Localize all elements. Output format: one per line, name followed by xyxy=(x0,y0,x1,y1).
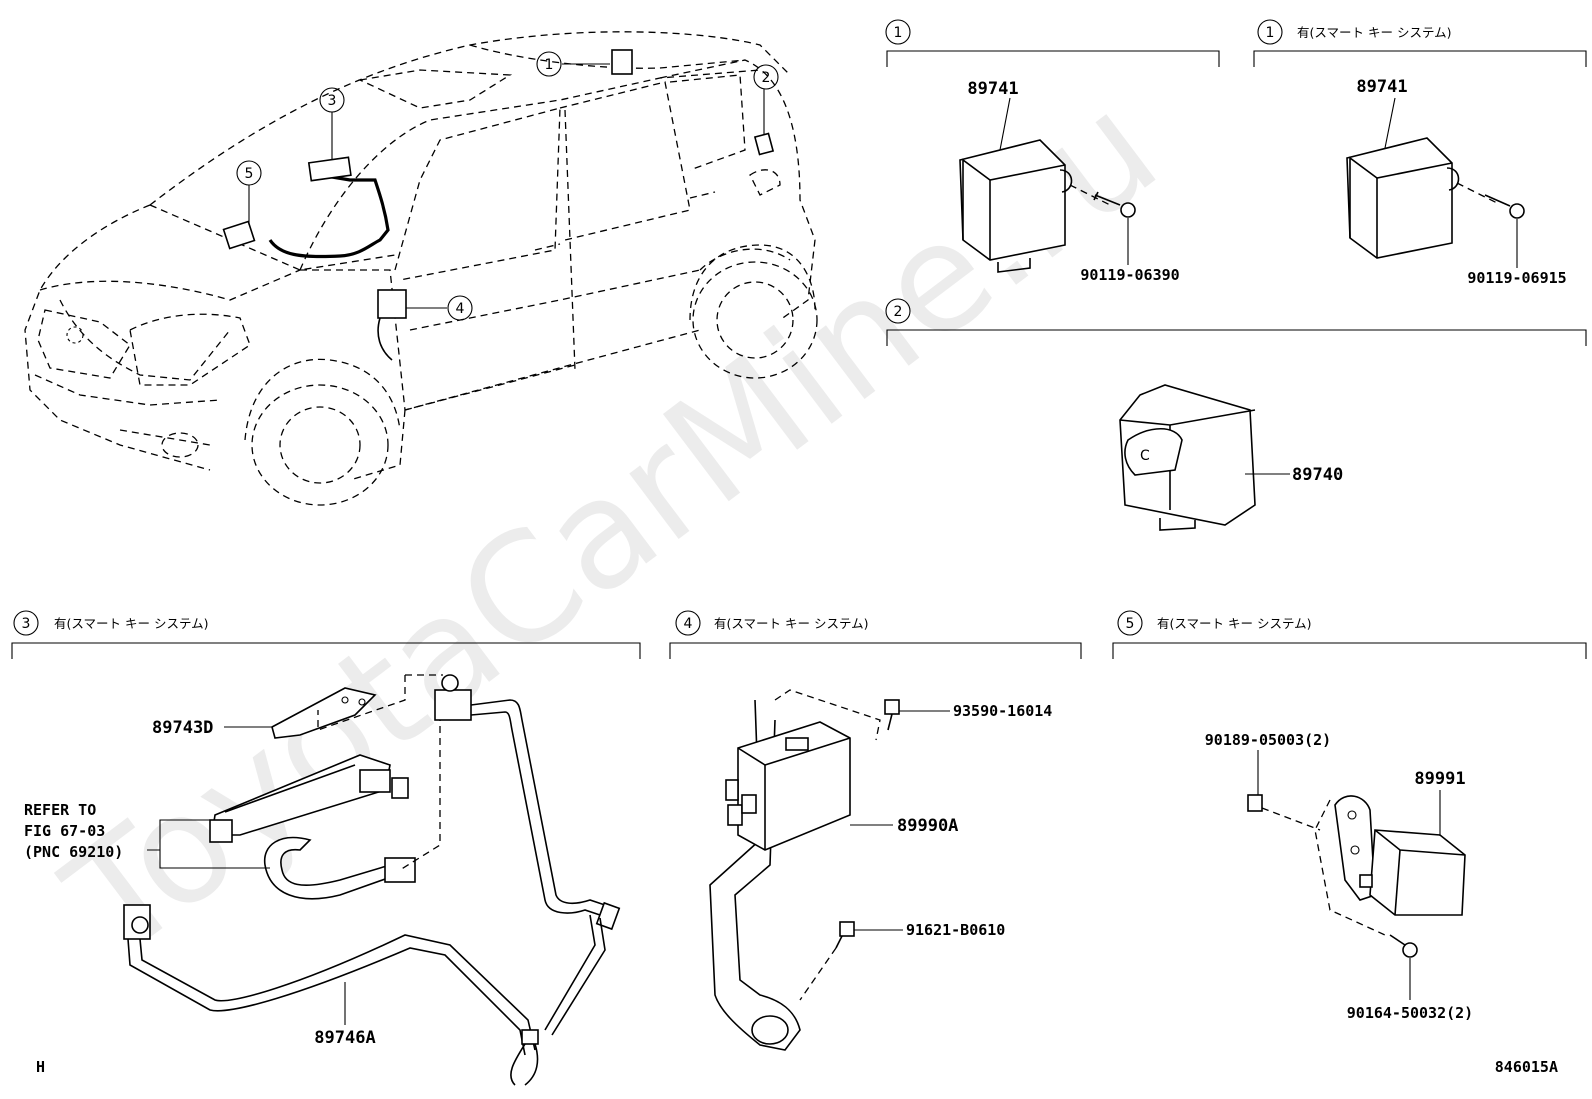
part-label-93590-16014: 93590-16014 xyxy=(953,702,1052,720)
section-1-number: 1 xyxy=(894,25,903,41)
bolt-91621-B0610 xyxy=(799,921,855,1001)
bolt-90119-06915 xyxy=(1484,194,1525,219)
section-5-note: 有(スマート キー システム) xyxy=(1157,616,1311,631)
part-89991 xyxy=(1314,795,1466,936)
callout-4-label: 4 xyxy=(456,301,465,317)
section-5-number: 5 xyxy=(1126,616,1135,632)
refer-line-2: FIG 67-03 xyxy=(24,822,105,840)
section-2: 2 C 89740 xyxy=(885,298,1587,531)
part-label-90119-06390: 90119-06390 xyxy=(1080,266,1179,284)
refer-line-3: (PNC 69210) xyxy=(24,843,123,861)
part-label-91621-B0610: 91621-B0610 xyxy=(906,921,1005,939)
harness-89746A xyxy=(123,904,606,1086)
callout-5-label: 5 xyxy=(245,166,254,182)
part-label-89741-b: 89741 xyxy=(1356,77,1407,97)
part-label-89741-a: 89741 xyxy=(967,79,1018,99)
part-89740-glyph: C xyxy=(1140,448,1150,464)
callout-2-label: 2 xyxy=(762,70,771,86)
bolt-90164-50032 xyxy=(1389,934,1418,958)
callout-1: 1 xyxy=(536,51,562,77)
part-label-89740: 89740 xyxy=(1292,465,1343,485)
section-4: 4 有(スマート キー システム) 89990A 93590-16014 xyxy=(669,610,1082,1051)
part-label-89990A: 89990A xyxy=(897,816,958,836)
section-1b-note: 有(スマート キー システム) xyxy=(1297,25,1451,40)
section-4-number: 4 xyxy=(684,616,693,632)
refer-note: REFER TO FIG 67-03 (PNC 69210) xyxy=(24,801,270,869)
refer-line-1: REFER TO xyxy=(24,801,96,819)
section-1-smart-key: 1 有(スマート キー システム) 89741 90119-06915 xyxy=(1253,19,1587,287)
part-label-89746A: 89746A xyxy=(314,1028,375,1048)
section-4-note: 有(スマート キー システム) xyxy=(714,616,868,631)
callout-4: 4 xyxy=(447,295,473,321)
part-89741-a xyxy=(959,139,1073,273)
callout-3: 3 xyxy=(319,87,345,113)
part-label-90189-05003: 90189-05003(2) xyxy=(1205,731,1331,749)
figure-code: 846015A xyxy=(1495,1058,1558,1076)
sensor-top xyxy=(434,674,621,931)
door-handle-assembly xyxy=(209,754,416,900)
callout-5: 5 xyxy=(236,160,262,186)
section-2-number: 2 xyxy=(894,304,903,320)
footer-left-code: H xyxy=(36,1058,45,1076)
part-89743D xyxy=(271,687,377,739)
section-1: 1 89741 90119-06390 xyxy=(885,19,1220,284)
section-1b-number: 1 xyxy=(1266,25,1275,41)
part-label-89743D: 89743D xyxy=(152,718,213,738)
bolt-93590-16014 xyxy=(884,699,900,731)
part-89740: C xyxy=(1119,384,1256,531)
section-5: 5 有(スマート キー システム) 90189-05003(2) 89991 xyxy=(1112,610,1587,1022)
part-label-89991: 89991 xyxy=(1414,769,1465,789)
bracket-assembly xyxy=(709,689,881,1051)
nut-90189-05003 xyxy=(1247,794,1321,831)
bolt-90119-06390 xyxy=(1093,191,1136,218)
part-89741-b xyxy=(1346,137,1460,259)
part-label-90164-50032: 90164-50032(2) xyxy=(1347,1004,1473,1022)
callout-3-label: 3 xyxy=(328,93,337,109)
part-89990A xyxy=(725,721,851,851)
section-3-number: 3 xyxy=(22,616,31,632)
part-label-90119-06915: 90119-06915 xyxy=(1467,269,1566,287)
section-3: 3 有(スマート キー システム) 89743D xyxy=(11,610,641,1086)
section-3-note: 有(スマート キー システム) xyxy=(54,616,208,631)
vehicle-overview: 1 2 3 4 5 xyxy=(24,31,818,506)
callout-2: 2 xyxy=(753,64,779,90)
callout-1-label: 1 xyxy=(545,57,554,73)
